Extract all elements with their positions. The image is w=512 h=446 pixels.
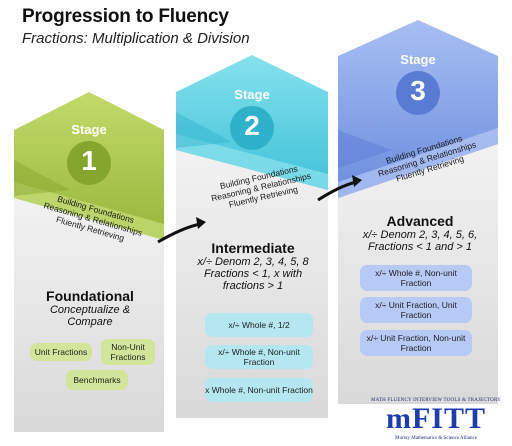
logo-bottom-text: Murray Mathematics & Science Alliance [395, 436, 477, 441]
stage-2-level-name: Intermediate [211, 240, 295, 256]
stage-1-level: Foundational Conceptualize &Compare [20, 288, 160, 328]
stage-3-number: 3 [410, 75, 426, 106]
chip-whole-non-unit-adv: x/÷ Whole #, Non-unit Fraction [360, 265, 472, 291]
mfitt-logo: MATH FLUENCY INTERVIEW TOOLS & TRAJECTOR… [366, 398, 506, 444]
stage-1-number-circle [67, 141, 111, 185]
stage-2-label: Stage [234, 87, 270, 102]
chip-benchmarks: Benchmarks [66, 370, 128, 390]
stage-1-label: Stage [71, 122, 107, 137]
stage-1-column [14, 92, 164, 432]
chip-unit-fractions: Unit Fractions [30, 343, 92, 361]
arrow-stage-1-to-2 [157, 222, 201, 244]
stage-2-number: 2 [244, 110, 260, 141]
stage-3-band [338, 128, 498, 198]
stage-3-number-circle [396, 71, 440, 115]
stage-1-level-name: Foundational [46, 288, 134, 304]
stage-3-level-name: Advanced [386, 213, 454, 229]
arrow-head-1 [196, 217, 206, 229]
stage-2-fold [176, 112, 232, 148]
stage-3-level: Advanced x/÷ Denom 2, 3, 4, 5, 6,Fractio… [344, 213, 496, 253]
chip-whole-non-unit: x/÷ Whole #, Non-unit Fraction [205, 345, 313, 369]
arrow-stage-2-to-3 [317, 180, 357, 202]
stage-2-number-circle [230, 106, 274, 150]
page-title: Progression to Fluency [22, 6, 229, 27]
chip-x-whole-non-unit: x Whole #, Non-unit Fraction [205, 378, 313, 402]
page-subtitle: Fractions: Multiplication & Division [22, 30, 250, 47]
stage-1-number: 1 [81, 145, 97, 176]
logo-top-text: MATH FLUENCY INTERVIEW TOOLS & TRAJECTOR… [370, 398, 502, 403]
stage-1-band [14, 182, 164, 240]
stage-3-fold [338, 130, 392, 168]
stage-3-level-desc: x/÷ Denom 2, 3, 4, 5, 6,Fractions < 1 an… [362, 229, 478, 253]
stage-1-fold [14, 160, 70, 196]
stage-1-level-desc: Conceptualize &Compare [49, 304, 131, 328]
arrow-head-2 [352, 175, 362, 187]
chip-unit-non-unit: x/÷ Unit Fraction, Non-unit Fraction [360, 330, 472, 356]
stage-2-band [176, 134, 328, 190]
chip-whole-half: x/÷ Whole #, 1/2 [205, 313, 313, 337]
chip-non-unit-fractions: Non-Unit Fractions [101, 339, 155, 365]
logo-main-text: mFITT [385, 402, 486, 435]
stage-3-label: Stage [400, 52, 436, 67]
chip-unit-unit: x/÷ Unit Fraction, Unit Fraction [360, 297, 472, 323]
